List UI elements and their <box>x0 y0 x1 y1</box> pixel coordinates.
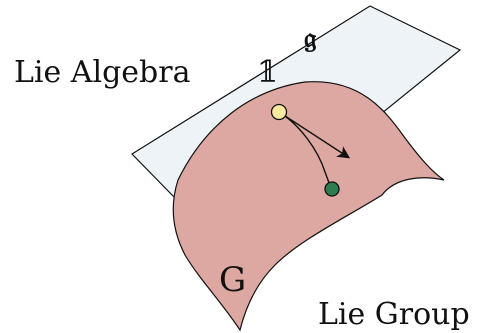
lie-algebra-label: Lie Algebra <box>14 55 191 90</box>
algebra-symbol: 𝔤 <box>304 21 316 54</box>
identity-point <box>270 103 288 121</box>
group-element-point <box>324 181 340 197</box>
group-symbol: G <box>219 260 246 300</box>
tangent-vector-arrow <box>278 111 351 159</box>
identity-symbol: 𝟙 <box>257 55 278 90</box>
group-surface <box>172 81 445 332</box>
lie-group-label: Lie Group <box>318 297 470 332</box>
